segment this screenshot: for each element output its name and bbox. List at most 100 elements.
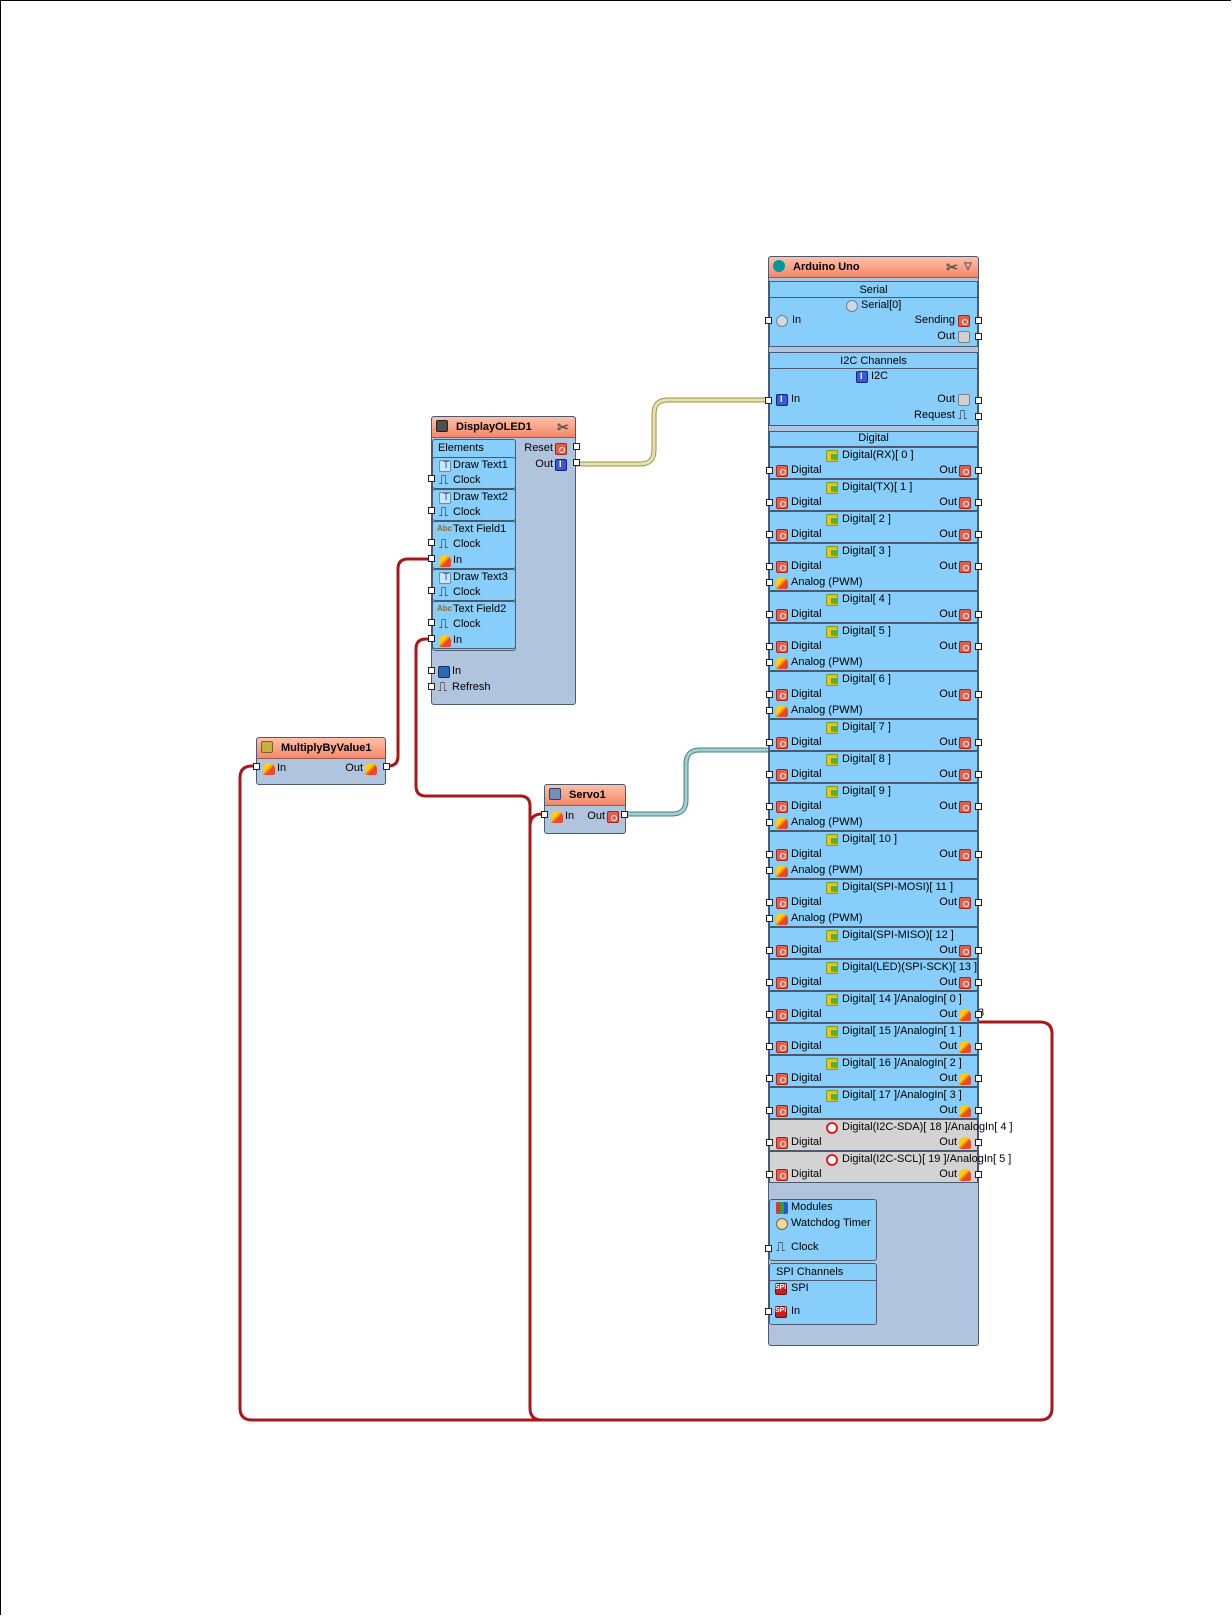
pin-input[interactable] [766, 851, 773, 858]
servo-title-bar[interactable]: Servo1 [545, 785, 625, 806]
pin-text-field1-in[interactable] [428, 555, 435, 562]
element-text-field1[interactable]: Text Field1 Clock In [432, 521, 516, 569]
pin-output[interactable] [975, 899, 982, 906]
arduino-uno-component[interactable]: Arduino Uno ✂ ▽ Serial Serial[0] In Send… [766, 256, 1013, 1346]
pin-input[interactable] [766, 643, 773, 650]
pin-output[interactable] [975, 1011, 982, 1018]
pin-output[interactable] [975, 611, 982, 618]
pin-output[interactable] [975, 563, 982, 570]
pin-input[interactable] [766, 1075, 773, 1082]
pin-output[interactable] [975, 643, 982, 650]
pin-input[interactable] [766, 803, 773, 810]
pin-input[interactable] [766, 691, 773, 698]
multiply-component[interactable]: MultiplyByValue1 In Out [256, 737, 386, 785]
pin-display-refresh[interactable] [428, 683, 435, 690]
element-text-field2[interactable]: Text Field2 Clock In [432, 601, 516, 649]
pin-output[interactable] [975, 531, 982, 538]
pin-input[interactable] [766, 1139, 773, 1146]
pin-output[interactable] [975, 739, 982, 746]
pin-output[interactable] [975, 947, 982, 954]
pin-input[interactable] [766, 611, 773, 618]
pin-serial-in[interactable] [765, 317, 772, 324]
pin-output[interactable] [975, 1043, 982, 1050]
pin-output[interactable] [975, 1107, 982, 1114]
pin-input[interactable] [766, 659, 773, 666]
pin-draw-text2-clock[interactable] [428, 507, 435, 514]
pin-serial-sending[interactable] [975, 317, 982, 324]
i2c-section[interactable]: I2C Channels I2C In Out Request [769, 352, 978, 426]
pin-i2c-in[interactable] [765, 397, 772, 404]
pin-output[interactable] [975, 851, 982, 858]
pin-input[interactable] [766, 819, 773, 826]
pin-draw-text3-clock[interactable] [428, 587, 435, 594]
pin-input[interactable] [766, 979, 773, 986]
pin-input[interactable] [766, 531, 773, 538]
pin-i2c-out[interactable] [975, 397, 982, 404]
pin-text-field1-clock[interactable] [428, 539, 435, 546]
pin-input[interactable] [766, 1171, 773, 1178]
pin-display-in[interactable] [428, 667, 435, 674]
pin-input[interactable] [766, 947, 773, 954]
pin-input[interactable] [766, 467, 773, 474]
pin-reset[interactable] [573, 443, 580, 450]
pin-output[interactable] [975, 499, 982, 506]
pin-output[interactable] [975, 1075, 982, 1082]
pin-input[interactable] [766, 1043, 773, 1050]
digital-pin-section[interactable]: Digital(I2C-SCL)[ 19 ]/AnalogIn[ 5 ]Digi… [766, 1151, 1011, 1183]
pin-output[interactable] [975, 803, 982, 810]
pin-input[interactable] [766, 771, 773, 778]
pin-watchdog-clock[interactable] [765, 1245, 772, 1252]
pin-out-i2c[interactable] [573, 459, 580, 466]
tools-icon[interactable]: ✂ [946, 259, 958, 275]
multiply-title-bar[interactable]: MultiplyByValue1 [257, 738, 385, 759]
pin-multiply-out[interactable] [383, 763, 390, 770]
pin-i2c-request[interactable] [975, 413, 982, 420]
arduino-title-bar[interactable]: Arduino Uno ✂ ▽ [769, 257, 978, 278]
chevron-down-icon[interactable]: ▽ [964, 261, 972, 272]
pin-multiply-in[interactable] [253, 763, 260, 770]
spi-channels-group[interactable]: SPI Channels SPI In [769, 1263, 877, 1325]
display-oled-component[interactable]: DisplayOLED1 ✂ Elements Draw Text1 Clock… [431, 416, 576, 705]
servo-component[interactable]: Servo1 In Out [544, 784, 626, 834]
serial-section[interactable]: Serial Serial[0] In Sending Out [769, 281, 978, 347]
pin-input[interactable] [766, 707, 773, 714]
pin-servo-in[interactable] [541, 811, 548, 818]
pin-output[interactable] [975, 691, 982, 698]
pin-input[interactable] [766, 563, 773, 570]
pin-input[interactable] [766, 899, 773, 906]
pin-output[interactable] [975, 771, 982, 778]
digital-pin-section[interactable]: Digital(I2C-SDA)[ 18 ]/AnalogIn[ 4 ]Digi… [766, 1119, 1013, 1151]
pin-input[interactable] [766, 867, 773, 874]
pin-output[interactable] [975, 1139, 982, 1146]
pin-draw-text1-clock[interactable] [428, 475, 435, 482]
pin-output[interactable] [975, 979, 982, 986]
pin-input[interactable] [766, 915, 773, 922]
pin-servo-out[interactable] [621, 811, 628, 818]
element-draw-text3[interactable]: Draw Text3 Clock [432, 569, 516, 601]
pin-input[interactable] [766, 1107, 773, 1114]
element-draw-text1[interactable]: Draw Text1 Clock [432, 457, 516, 489]
pin-input[interactable] [766, 579, 773, 586]
pin-output[interactable] [975, 1171, 982, 1178]
tools-icon[interactable]: ✂ [557, 419, 569, 435]
pin-serial-out[interactable] [975, 333, 982, 340]
pin-input[interactable] [766, 739, 773, 746]
pin-text-field2-clock[interactable] [428, 619, 435, 626]
